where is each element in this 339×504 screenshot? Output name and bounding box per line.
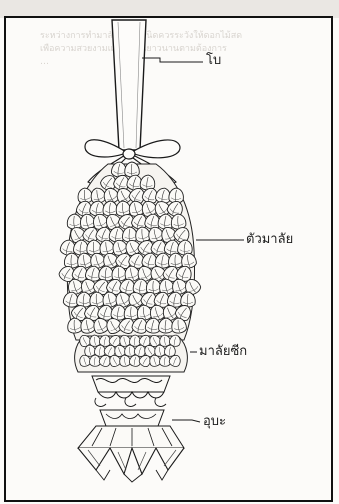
label-tassel: อุบะ [203, 414, 226, 430]
label-ribbon: โบ [206, 53, 221, 69]
label-garland-body: ตัวมาลัย [246, 232, 293, 248]
garland-body [57, 161, 202, 340]
small-garland [75, 333, 188, 372]
ribbon-loop [112, 20, 146, 150]
leader-line-tassel [172, 420, 200, 422]
tassel [78, 376, 184, 482]
leader-line-ribbon [142, 58, 203, 62]
label-small-garland: มาลัยซีก [199, 344, 247, 360]
